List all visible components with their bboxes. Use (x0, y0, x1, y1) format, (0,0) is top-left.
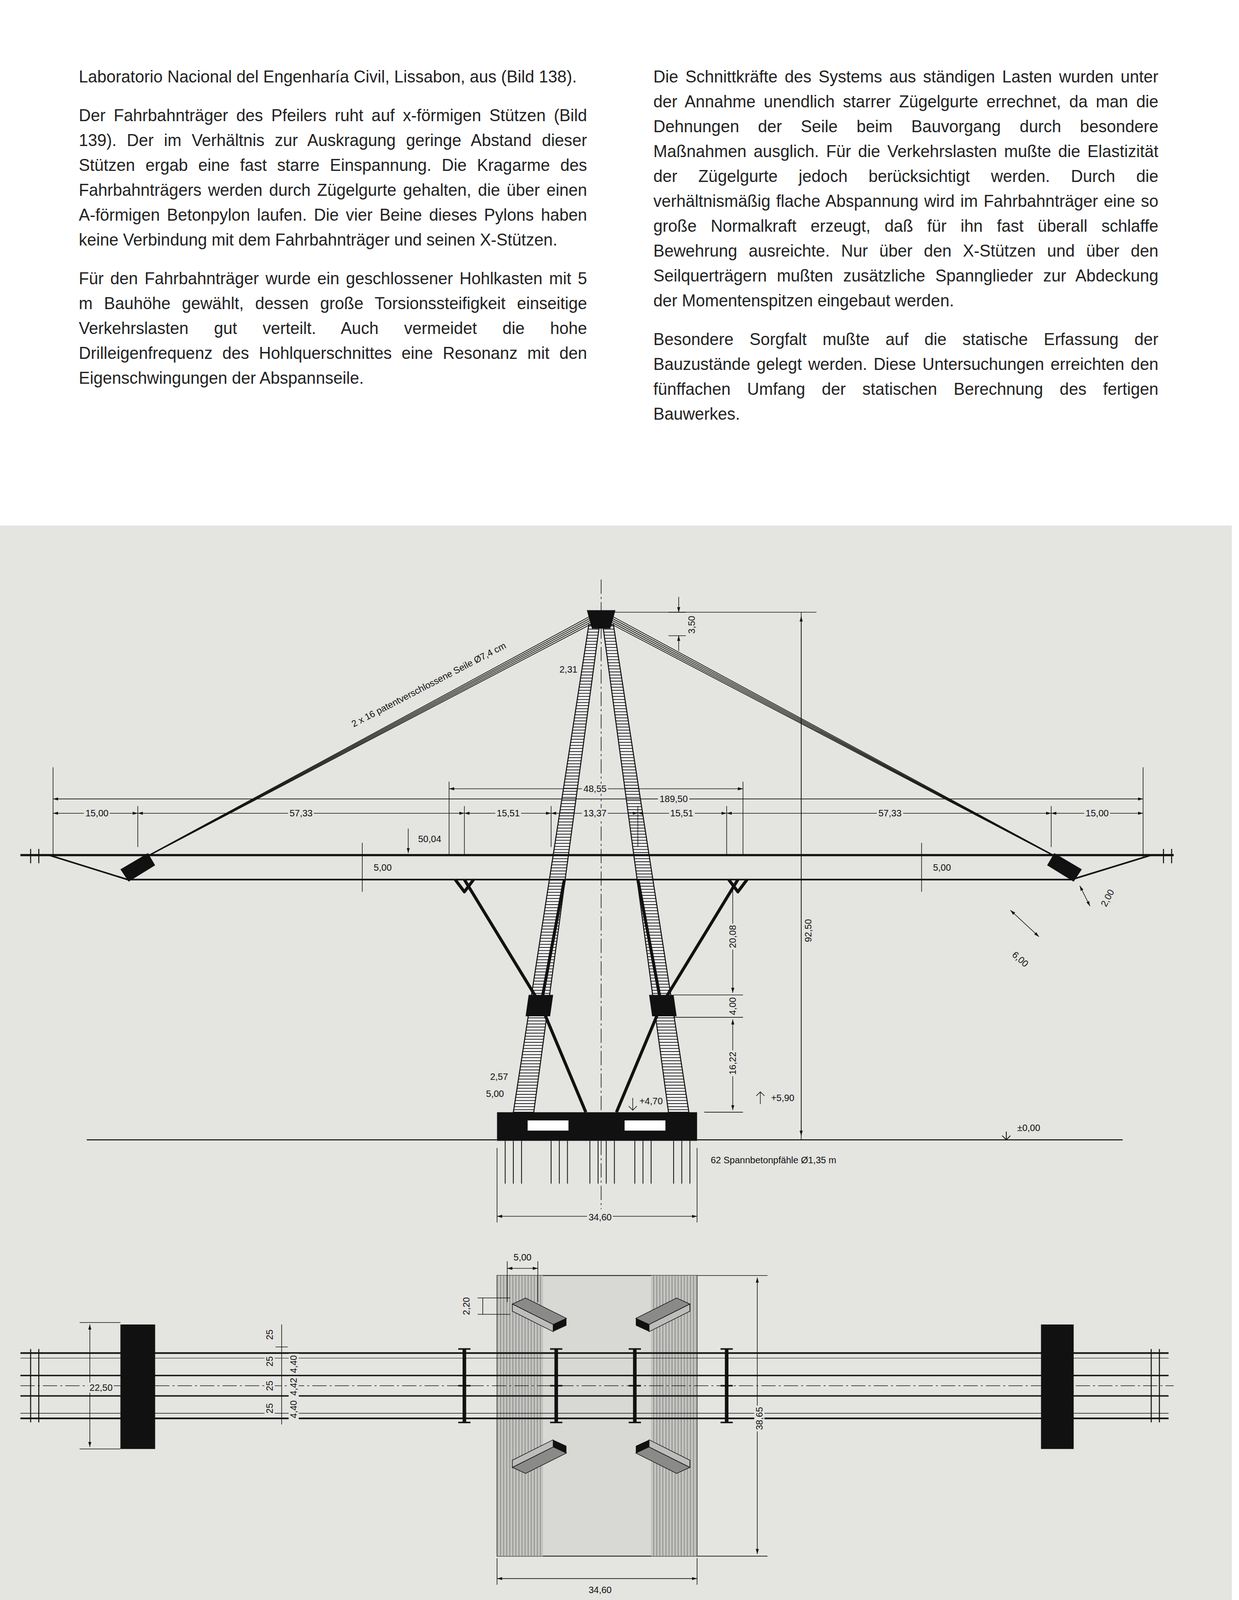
dimension-label: 15,51 (495, 808, 522, 819)
text-column: Die Schnittkräfte des Systems aus ständi… (653, 64, 1159, 441)
elevation (20, 579, 1174, 1210)
dimension-label: 4,00 (727, 996, 738, 1017)
dimension-label: 15,51 (669, 808, 695, 819)
dimension-label: 189,50 (657, 793, 689, 805)
dimension-label: 92,50 (803, 917, 814, 944)
plan-view (20, 1275, 1174, 1557)
paragraph: Laboratorio Nacional del Engenharía Civi… (78, 64, 588, 90)
dimension-label: 13,37 (581, 808, 608, 819)
dimension-label: 25 (264, 1328, 275, 1342)
plan-dimension-lines (79, 1261, 768, 1586)
dimension-label: +4,70 (638, 1096, 665, 1107)
dimension-label: 2,00 (1098, 886, 1117, 910)
text-column: Laboratorio Nacional del Engenharía Civi… (78, 64, 588, 405)
dimension-label: 20,08 (727, 923, 738, 950)
dimension-label: 5,00 (931, 862, 953, 873)
dimension-label: ±0,00 (1015, 1122, 1042, 1134)
dimension-label: 4,40 (288, 1398, 300, 1420)
paragraph: Für den Fahrbahnträger wurde ein geschlo… (78, 266, 588, 391)
dimension-label: 5,00 (484, 1088, 506, 1099)
drawing-ground (0, 525, 1232, 1600)
paragraph: Der Fahrbahnträger des Pfeilers ruht auf… (78, 103, 588, 253)
dimension-label: 22,50 (88, 1382, 114, 1393)
dimension-label: 50,04 (416, 833, 443, 845)
dimension-label: 16,22 (727, 1050, 738, 1077)
dimension-label: 25 (264, 1355, 275, 1369)
dimension-label: +5,90 (769, 1092, 796, 1104)
dimension-label: 48,55 (581, 783, 608, 794)
dimension-label: 25 (264, 1402, 275, 1416)
dimension-label: 5,00 (512, 1252, 534, 1263)
dimension-label: 57,33 (876, 808, 903, 819)
dimension-label: 4,40 (288, 1354, 300, 1375)
dimension-label: 62 Spannbetonpfähle Ø1,35 m (709, 1155, 838, 1166)
dimension-lines (52, 597, 1144, 1223)
dimension-label: 2,31 (557, 664, 579, 675)
dimension-label: 15,00 (1084, 808, 1110, 819)
paragraph: Besondere Sorgfalt mußte auf die statisc… (653, 327, 1159, 427)
dimension-label: 34,60 (587, 1585, 613, 1596)
dimension-label: 3,50 (687, 614, 698, 635)
dimension-label: 34,60 (587, 1212, 613, 1223)
dimension-label: 2,20 (461, 1296, 472, 1317)
dimension-label: 25 (264, 1379, 275, 1393)
dimension-label: 15,00 (83, 808, 110, 819)
dimension-label: 57,33 (287, 808, 314, 819)
dimension-label: 6,00 (1009, 948, 1032, 970)
dimension-label: 5,00 (372, 862, 394, 873)
dimension-label: 38,65 (754, 1405, 765, 1432)
dimension-label: 2,57 (488, 1071, 510, 1082)
dimension-label: 2 x 16 patentverschlossene Seile Ø7,4 cm (348, 640, 509, 730)
dimension-label: 4,42 (288, 1376, 300, 1398)
paragraph: Die Schnittkräfte des Systems aus ständi… (653, 64, 1159, 314)
